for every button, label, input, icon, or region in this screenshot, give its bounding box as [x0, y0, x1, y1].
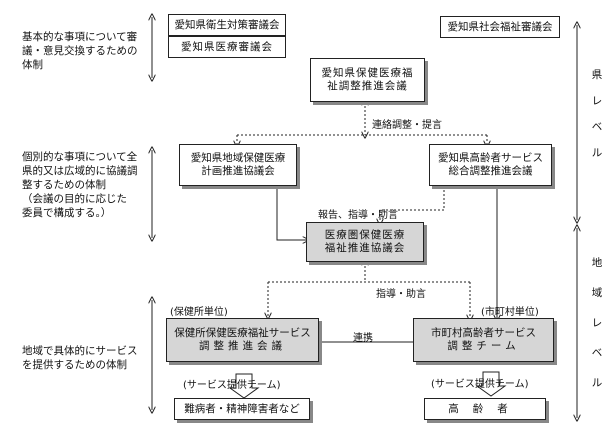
- level-prefecture-char: 県: [591, 69, 603, 81]
- level-prefecture: 県レベル: [589, 62, 605, 166]
- box-shichoson-team: 市町村高齢者サービス 調整チーム: [413, 318, 554, 362]
- box-iryoken-council: 医療圏保健医療 福祉推進協議会: [306, 222, 424, 262]
- box-shakai-council: 愛知県社会福祉審議会: [440, 16, 560, 38]
- label-renraku: 連絡調整・提言: [372, 120, 442, 131]
- level-region-char: レ: [591, 317, 603, 329]
- label-service-team-right: (サービス提供チーム): [431, 379, 529, 390]
- service-arrow-right: [475, 371, 507, 397]
- label-shido: 指導・助言: [376, 289, 426, 300]
- level-prefecture-char: ベ: [591, 121, 603, 133]
- box-hoken-coordination: 愛知県保健医療福 祉調整推進会議: [310, 58, 425, 102]
- desc-individual: 個別的な事項について全 県的又は広域的に協議調 整するための体制 （会議の目的に…: [22, 151, 138, 219]
- desc-regional: 地域で具体的にサービス を提供するための体制: [22, 345, 138, 371]
- label-shichoson-unit: (市町村単位): [481, 307, 539, 318]
- level-region-char: 地: [591, 257, 603, 269]
- level-region-char: 域: [591, 287, 603, 299]
- level-prefecture-char: レ: [591, 95, 603, 107]
- box-koreisha-service: 愛知県高齢者サービス 総合調整推進会議: [429, 144, 552, 186]
- level-prefecture-char: ル: [591, 147, 603, 159]
- level-region: 地域レベル: [589, 248, 605, 398]
- service-arrow-left: [228, 373, 260, 399]
- box-chiiki-plan: 愛知県地域保健医療 計画推進協議会: [179, 144, 297, 186]
- box-nanbyo: 難病者・精神障害者など: [174, 398, 310, 420]
- label-hokoku: 報告、指導・助言: [318, 210, 398, 221]
- box-hokenjo-coordination: 保健所保健医療福祉サービス 調整推進会議: [166, 318, 319, 362]
- desc-basic: 基本的な事項について審 議・意見交換するための 体制: [22, 31, 138, 71]
- label-hokenjo-unit: (保健所単位): [170, 307, 228, 318]
- level-region-char: ベ: [591, 347, 603, 359]
- box-iryo-council: 愛知県医療審議会: [168, 36, 286, 58]
- box-eisei-council: 愛知県衛生対策審議会: [168, 14, 286, 36]
- label-renkei: 連携: [353, 333, 373, 344]
- box-koreisha: 高齢者: [424, 398, 546, 420]
- level-region-char: ル: [591, 377, 603, 389]
- label-service-team-left: (サービス提供チーム): [183, 380, 281, 391]
